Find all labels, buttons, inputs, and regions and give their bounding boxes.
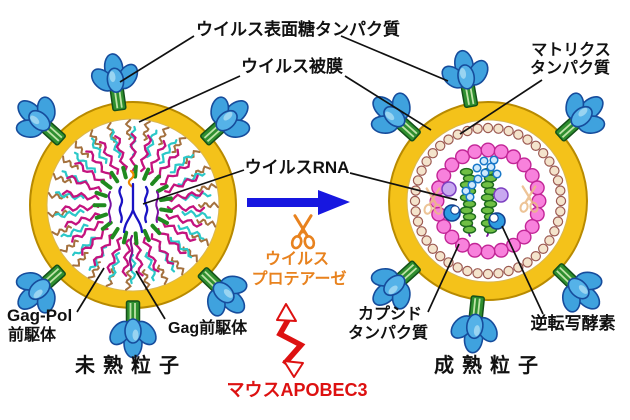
label-capsid-line2: タンパク質 — [348, 323, 428, 342]
title-immature-particle: 未熟粒子 — [75, 353, 187, 377]
label-gag-pol-line2: 前駆体 — [8, 325, 57, 344]
label-viral-protease-line1: ウイルス — [265, 250, 329, 268]
trna-bead-chain — [461, 155, 502, 202]
label-viral-rna: ウイルスRNA — [245, 158, 350, 177]
label-viral-protease-line2: プロテアーゼ — [251, 269, 346, 288]
apobec-zigzag-arrow-icon — [276, 303, 306, 378]
matrix-protein-beads — [409, 122, 567, 280]
label-gag-precursor: Gag前駆体 — [168, 318, 248, 337]
reverse-transcriptase-right — [488, 212, 506, 230]
viral-rna-immature — [107, 169, 160, 272]
label-envelope: ウイルス被膜 — [241, 56, 343, 76]
spike — [444, 292, 506, 357]
label-reverse-transcriptase: 逆転写酵素 — [531, 313, 616, 333]
label-surface-glycoprotein: ウイルス表面糖タンパク質 — [196, 19, 400, 39]
integrase-sphere — [493, 187, 509, 203]
mature-core — [422, 155, 540, 237]
label-gag-pol-line1: Gag-Pol — [7, 306, 72, 325]
label-capsid-line1: カプシド — [358, 304, 422, 323]
label-mouse-apobec3: マウスAPOBEC3 — [226, 380, 367, 400]
gag-precursor-strands — [61, 132, 206, 277]
pointer-lines — [76, 35, 544, 320]
spike — [104, 300, 162, 359]
mature-particle — [355, 45, 621, 357]
scissors-icon — [289, 214, 317, 251]
immature-particle — [0, 49, 266, 359]
capsid-bead-ring — [429, 142, 547, 260]
maturation-arrow-icon — [247, 190, 350, 215]
reverse-transcriptase-left — [443, 204, 461, 222]
label-matrix-line1: マトリクス — [531, 41, 611, 59]
label-matrix-line2: タンパク質 — [530, 58, 610, 77]
integrase-sphere — [441, 181, 457, 197]
title-mature-particle: 成熟粒子 — [434, 353, 546, 377]
gag-inner-blocks — [92, 164, 173, 246]
